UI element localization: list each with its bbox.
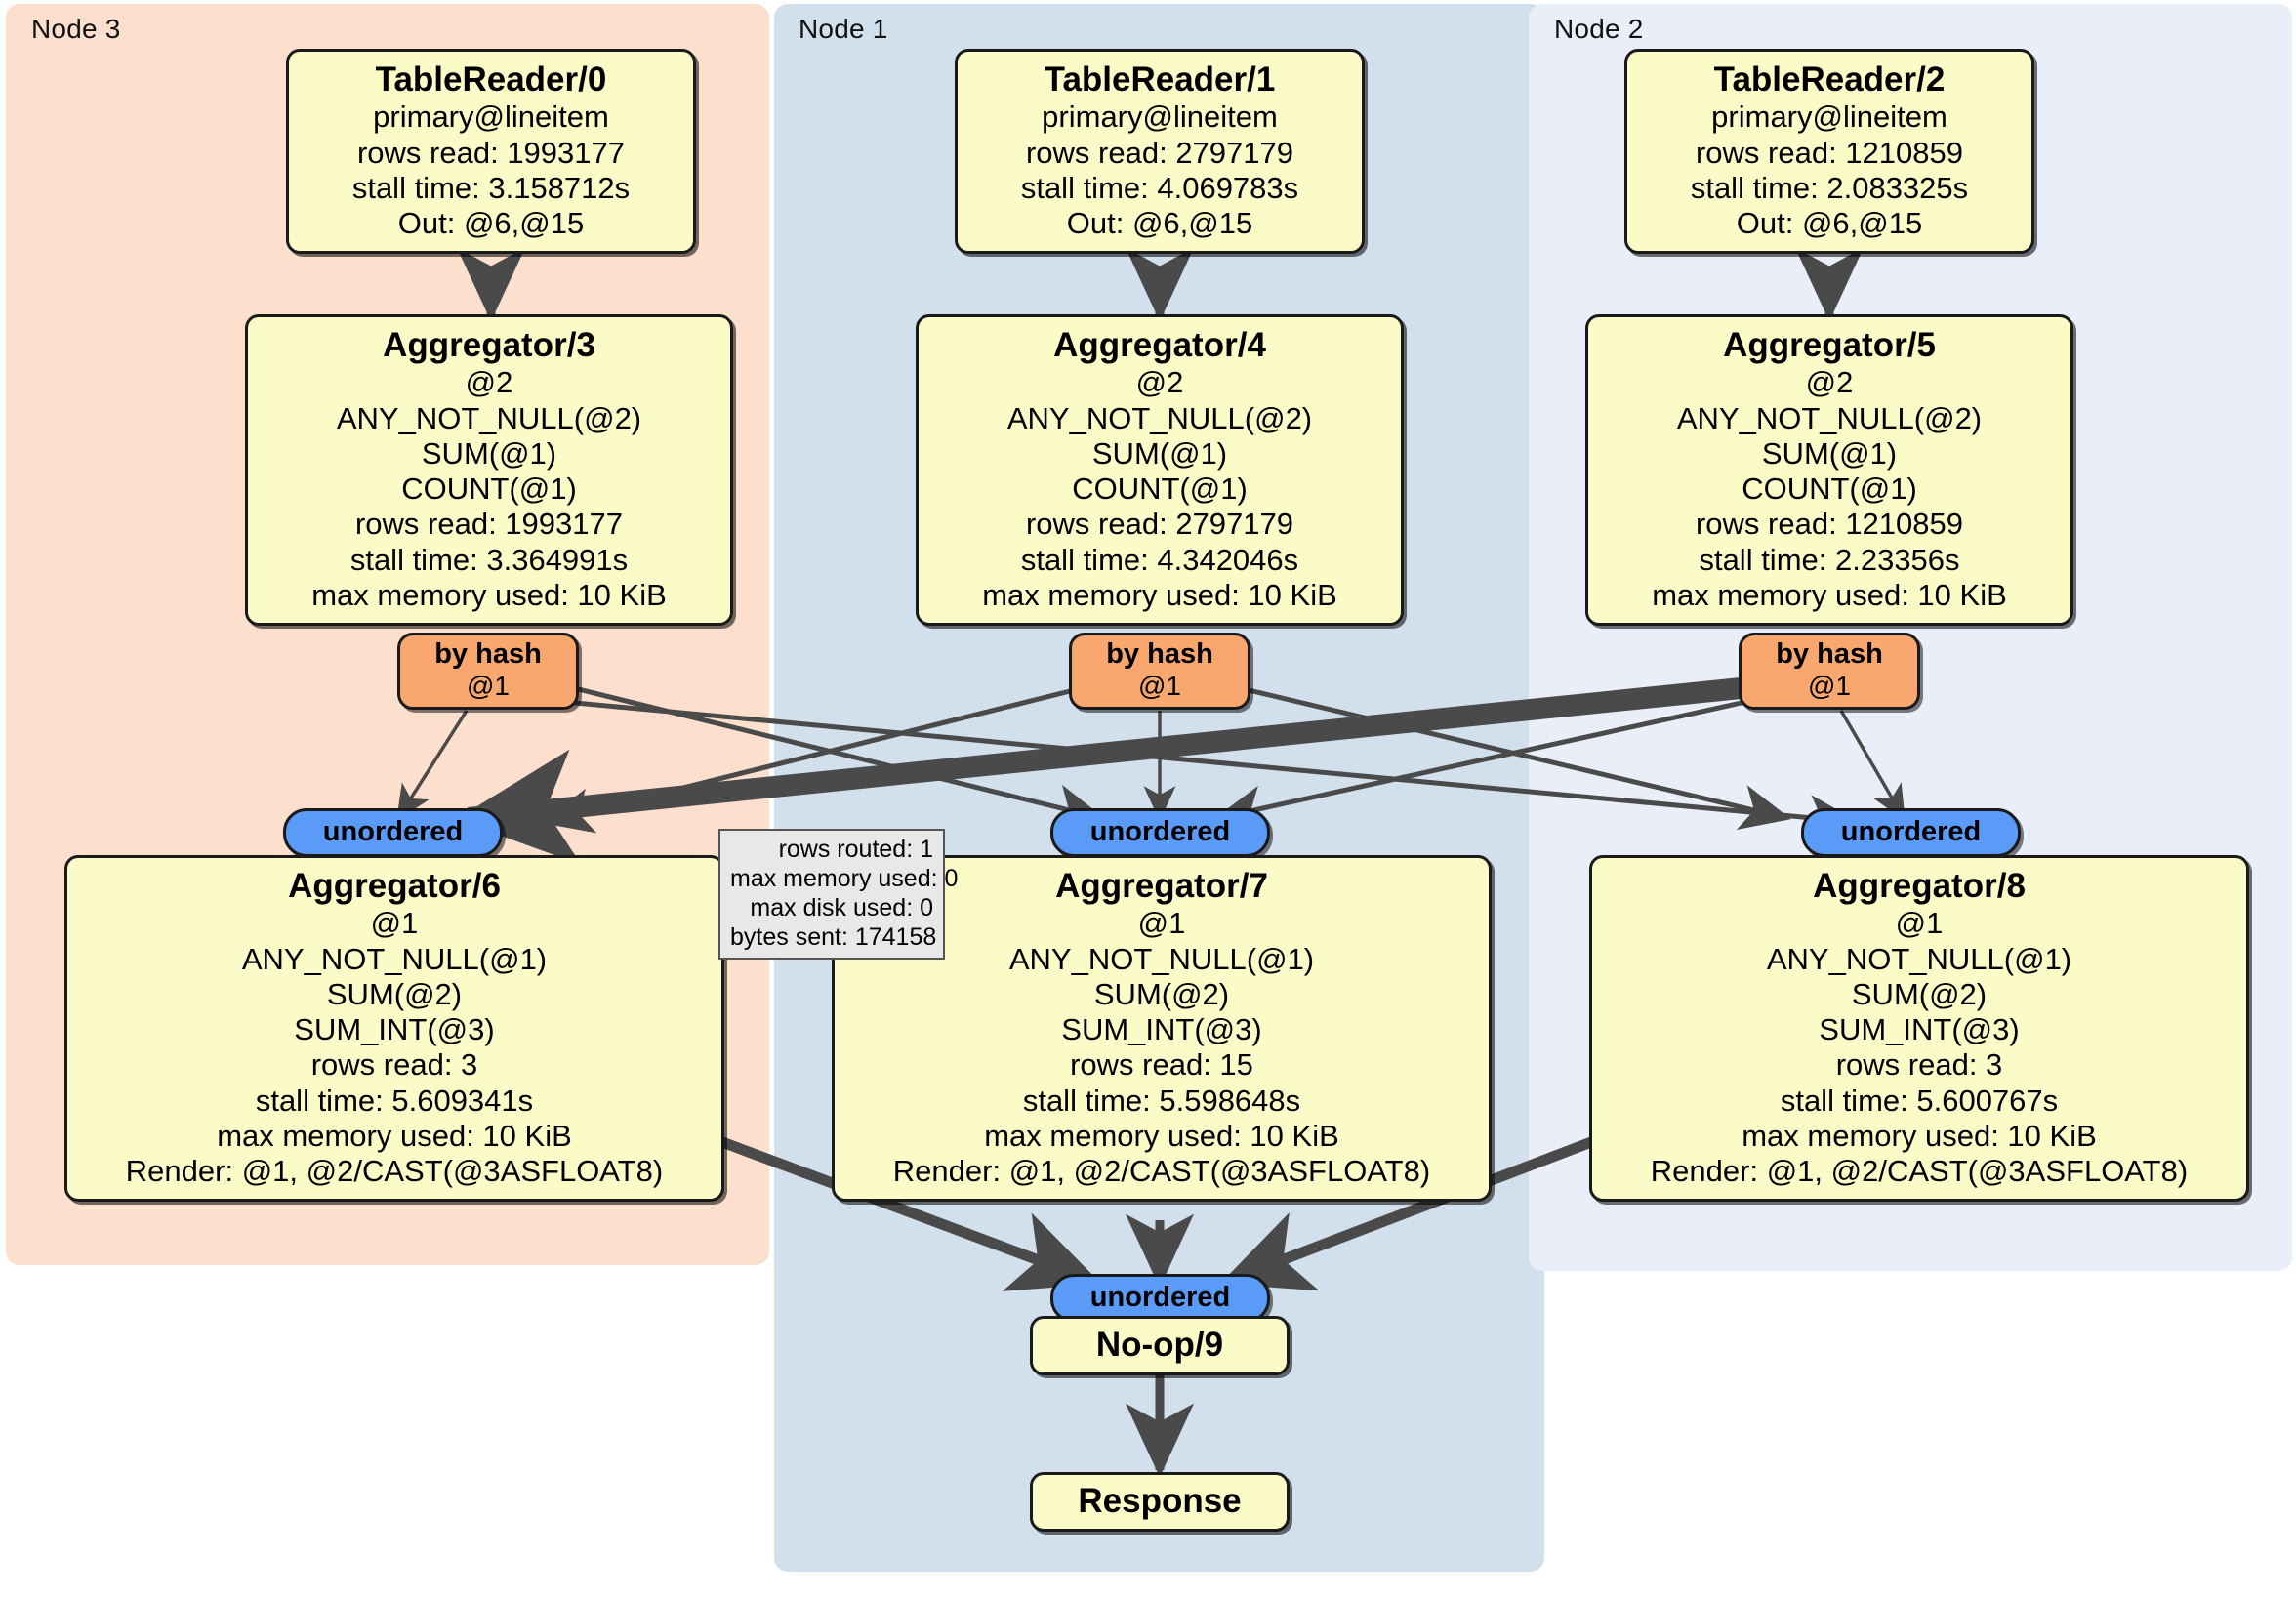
stats-line: max disk used: 0 bbox=[750, 894, 933, 921]
router-title: by hash bbox=[434, 638, 542, 670]
processor-line: rows read: 1210859 bbox=[1695, 135, 1964, 170]
processor-title: TableReader/2 bbox=[1713, 61, 1946, 99]
processor-line: Render: @1, @2/CAST(@3ASFLOAT8) bbox=[125, 1154, 664, 1189]
processor-title: Aggregator/5 bbox=[1723, 326, 1936, 364]
processor-line: rows read: 15 bbox=[1070, 1047, 1253, 1083]
processor-line: @2 bbox=[1805, 365, 1854, 400]
processor-line: @1 bbox=[1137, 906, 1186, 941]
processor-line: max memory used: 10 KiB bbox=[1652, 577, 2007, 612]
processor-line: COUNT(@1) bbox=[1742, 471, 1917, 507]
processor-line: Out: @6,@15 bbox=[1736, 206, 1923, 241]
processor-title: Aggregator/3 bbox=[383, 326, 595, 364]
stream-unordered-left[interactable]: unordered bbox=[283, 808, 503, 857]
processor-line: max memory used: 10 KiB bbox=[982, 577, 1337, 612]
node-panel-label-node2: Node 2 bbox=[1554, 14, 1644, 44]
processor-line: stall time: 4.342046s bbox=[1020, 542, 1299, 577]
processor-line: stall time: 3.158712s bbox=[351, 170, 631, 205]
processor-line: stall time: 4.069783s bbox=[1020, 170, 1299, 205]
processor-aggregator-3[interactable]: Aggregator/3 @2 ANY_NOT_NULL(@2) SUM(@1)… bbox=[245, 314, 733, 627]
router-subtitle: @1 bbox=[1138, 670, 1181, 701]
processor-line: stall time: 5.598648s bbox=[1022, 1083, 1301, 1118]
processor-title: TableReader/0 bbox=[375, 61, 607, 99]
processor-line: rows read: 1993177 bbox=[354, 507, 624, 542]
node-panel-label-node1: Node 1 bbox=[799, 14, 888, 44]
processor-line: SUM(@2) bbox=[1851, 976, 1988, 1011]
processor-title: Response bbox=[1078, 1482, 1242, 1520]
router-title: by hash bbox=[1106, 638, 1213, 670]
processor-line: @1 bbox=[1895, 906, 1944, 941]
router-stats-tooltip: rows routed: 1 max memory used: 0 max di… bbox=[718, 829, 959, 960]
processor-line: stall time: 5.600767s bbox=[1780, 1083, 2059, 1118]
processor-line: primary@lineitem bbox=[1711, 100, 1948, 135]
processor-title: No-op/9 bbox=[1095, 1326, 1224, 1364]
processor-line: @2 bbox=[1135, 365, 1184, 400]
processor-line: ANY_NOT_NULL(@1) bbox=[241, 941, 548, 976]
processor-aggregator-4[interactable]: Aggregator/4 @2 ANY_NOT_NULL(@2) SUM(@1)… bbox=[916, 314, 1404, 627]
processor-line: rows read: 2797179 bbox=[1025, 507, 1294, 542]
processor-line: max memory used: 10 KiB bbox=[217, 1118, 572, 1153]
processor-line: COUNT(@1) bbox=[1072, 471, 1248, 507]
node-panel-label-node3: Node 3 bbox=[31, 14, 121, 44]
processor-title: TableReader/1 bbox=[1044, 61, 1276, 99]
processor-line: SUM_INT(@3) bbox=[1819, 1012, 2020, 1047]
processor-line: primary@lineitem bbox=[1042, 100, 1278, 135]
processor-line: SUM(@2) bbox=[326, 976, 463, 1011]
processor-line: @1 bbox=[370, 906, 419, 941]
processor-response[interactable]: Response bbox=[1030, 1472, 1290, 1533]
processor-table-reader-1[interactable]: TableReader/1 primary@lineitem rows read… bbox=[955, 49, 1365, 255]
processor-noop-9[interactable]: No-op/9 bbox=[1030, 1316, 1290, 1376]
processor-line: SUM_INT(@3) bbox=[294, 1012, 495, 1047]
processor-line: rows read: 3 bbox=[310, 1047, 478, 1083]
router-by-hash-aggregator-4[interactable]: by hash @1 bbox=[1069, 633, 1250, 711]
processor-line: stall time: 2.083325s bbox=[1690, 170, 1969, 205]
processor-line: stall time: 2.23356s bbox=[1699, 542, 1960, 577]
processor-line: primary@lineitem bbox=[373, 100, 609, 135]
processor-line: ANY_NOT_NULL(@2) bbox=[1676, 400, 1983, 435]
stats-line: max memory used: 0 bbox=[730, 865, 959, 892]
processor-line: SUM(@1) bbox=[1091, 435, 1228, 471]
processor-line: @2 bbox=[465, 365, 513, 400]
processor-line: rows read: 2797179 bbox=[1025, 135, 1294, 170]
processor-line: Out: @6,@15 bbox=[1066, 206, 1253, 241]
processor-line: SUM_INT(@3) bbox=[1061, 1012, 1262, 1047]
processor-aggregator-8[interactable]: Aggregator/8 @1 ANY_NOT_NULL(@1) SUM(@2)… bbox=[1589, 855, 2249, 1203]
processor-line: SUM(@1) bbox=[421, 435, 557, 471]
processor-line: rows read: 3 bbox=[1835, 1047, 2003, 1083]
processor-line: ANY_NOT_NULL(@2) bbox=[336, 400, 642, 435]
processor-title: Aggregator/8 bbox=[1813, 867, 2026, 905]
processor-line: max memory used: 10 KiB bbox=[1742, 1118, 2097, 1153]
processor-table-reader-0[interactable]: TableReader/0 primary@lineitem rows read… bbox=[286, 49, 696, 255]
stream-unordered-mid[interactable]: unordered bbox=[1050, 808, 1270, 857]
processor-line: stall time: 5.609341s bbox=[255, 1083, 534, 1118]
processor-aggregator-5[interactable]: Aggregator/5 @2 ANY_NOT_NULL(@2) SUM(@1)… bbox=[1585, 314, 2073, 627]
processor-line: ANY_NOT_NULL(@1) bbox=[1766, 941, 2072, 976]
router-by-hash-aggregator-5[interactable]: by hash @1 bbox=[1739, 633, 1920, 711]
processor-line: rows read: 1210859 bbox=[1695, 507, 1964, 542]
processor-line: rows read: 1993177 bbox=[356, 135, 626, 170]
router-subtitle: @1 bbox=[467, 670, 510, 701]
router-subtitle: @1 bbox=[1808, 670, 1851, 701]
router-by-hash-aggregator-3[interactable]: by hash @1 bbox=[397, 633, 579, 711]
processor-line: Out: @6,@15 bbox=[397, 206, 585, 241]
stream-unordered-right[interactable]: unordered bbox=[1801, 808, 2021, 857]
processor-line: SUM(@2) bbox=[1093, 976, 1230, 1011]
processor-line: stall time: 3.364991s bbox=[349, 542, 629, 577]
processor-aggregator-6[interactable]: Aggregator/6 @1 ANY_NOT_NULL(@1) SUM(@2)… bbox=[64, 855, 724, 1203]
processor-line: max memory used: 10 KiB bbox=[311, 577, 667, 612]
router-title: by hash bbox=[1776, 638, 1883, 670]
processor-line: SUM(@1) bbox=[1761, 435, 1898, 471]
processor-line: Render: @1, @2/CAST(@3ASFLOAT8) bbox=[1650, 1154, 2189, 1189]
stats-line: bytes sent: 174158 bbox=[730, 923, 937, 951]
stats-line: rows routed: 1 bbox=[778, 836, 933, 863]
processor-line: ANY_NOT_NULL(@1) bbox=[1008, 941, 1315, 976]
processor-line: ANY_NOT_NULL(@2) bbox=[1006, 400, 1313, 435]
processor-title: Aggregator/4 bbox=[1053, 326, 1266, 364]
processor-title: Aggregator/7 bbox=[1055, 867, 1268, 905]
processor-title: Aggregator/6 bbox=[288, 867, 501, 905]
processor-table-reader-2[interactable]: TableReader/2 primary@lineitem rows read… bbox=[1624, 49, 2034, 255]
processor-line: max memory used: 10 KiB bbox=[984, 1118, 1339, 1153]
processor-line: Render: @1, @2/CAST(@3ASFLOAT8) bbox=[892, 1154, 1431, 1189]
processor-line: COUNT(@1) bbox=[401, 471, 577, 507]
